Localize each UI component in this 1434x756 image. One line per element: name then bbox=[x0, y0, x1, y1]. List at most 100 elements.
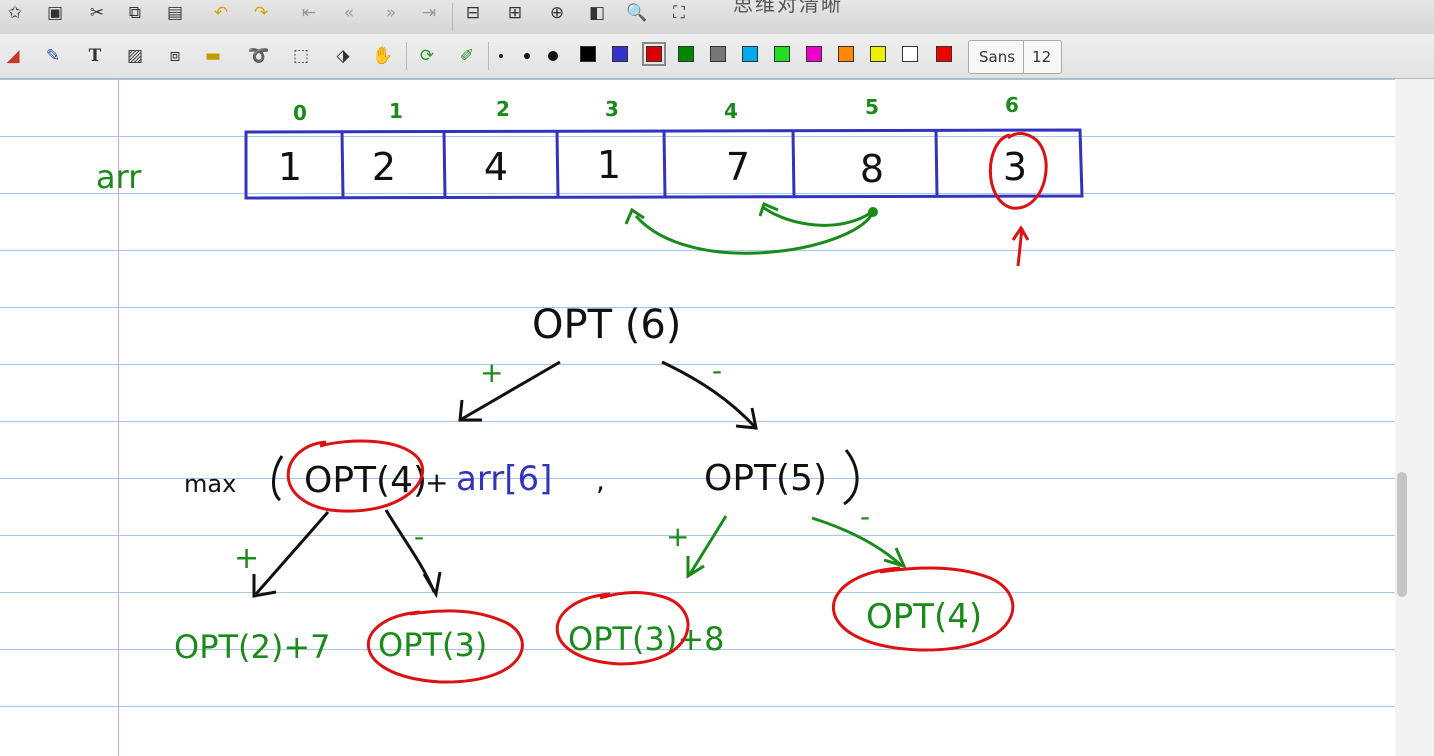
color-swatch-black[interactable] bbox=[580, 46, 596, 62]
leaf-node: OPT(3) bbox=[378, 626, 487, 664]
color-swatch-green[interactable] bbox=[678, 46, 694, 62]
array-label: arr bbox=[96, 158, 142, 196]
branch-arrow bbox=[811, 516, 907, 569]
copy-icon[interactable]: ⧉ bbox=[128, 3, 142, 23]
ruled-line bbox=[0, 364, 1395, 365]
thick-stroke-button[interactable] bbox=[542, 44, 564, 68]
eraser-icon[interactable]: ◢ bbox=[6, 46, 20, 66]
color-swatch-yellow[interactable] bbox=[870, 46, 886, 62]
color-swatch-magenta[interactable] bbox=[806, 46, 822, 62]
note-page[interactable] bbox=[0, 79, 1395, 756]
highlight-circle bbox=[831, 566, 1015, 652]
exclude-sign: - bbox=[860, 500, 870, 533]
leaf-node: OPT(3)+8 bbox=[568, 620, 725, 658]
ruled-line bbox=[0, 535, 1395, 536]
arr-term: arr[6] bbox=[456, 459, 552, 499]
max-label: max bbox=[184, 470, 236, 498]
array-value: 1 bbox=[278, 145, 302, 189]
highlight-circle bbox=[366, 609, 524, 684]
comma: , bbox=[596, 464, 605, 497]
toolbar-separator bbox=[406, 42, 407, 70]
color-swatch-red[interactable] bbox=[936, 46, 952, 62]
next-page-icon[interactable]: » bbox=[385, 3, 397, 23]
hand-tool-icon[interactable]: ✋ bbox=[372, 46, 394, 66]
font-name: Sans bbox=[969, 41, 1025, 73]
main-toolbar: ✩ ▣ ✂ ⧉ ▤ ↶ ↷ ⇤ « » ⇥ ⊟ ⊞ ⊕ ◧ 🔍 ⛶ 思维对清晰 bbox=[0, 0, 1434, 35]
index-label: 6 bbox=[1005, 93, 1019, 117]
window-title: 思维对清晰 bbox=[733, 0, 843, 16]
zoom-out-icon[interactable]: ⊟ bbox=[465, 3, 481, 23]
ruled-line bbox=[0, 478, 1395, 479]
vertical-space-icon[interactable]: ⬗ bbox=[336, 46, 350, 66]
page-width-icon[interactable]: ◧ bbox=[588, 3, 606, 23]
color-swatch-orange[interactable] bbox=[838, 46, 854, 62]
undo-icon[interactable]: ↶ bbox=[213, 3, 229, 23]
color-swatch-blue[interactable] bbox=[612, 46, 628, 62]
zoom-in-icon[interactable]: ⊕ bbox=[549, 3, 565, 23]
vertical-scrollbar-thumb[interactable] bbox=[1397, 472, 1407, 597]
branch-arrow bbox=[458, 360, 561, 422]
ruled-line bbox=[0, 421, 1395, 422]
text-tool-icon[interactable]: T bbox=[88, 46, 102, 66]
magnify-icon[interactable]: 🔍 bbox=[626, 3, 648, 23]
image-tool-icon[interactable]: ▨ bbox=[126, 46, 144, 66]
last-page-icon[interactable]: ⇥ bbox=[421, 3, 437, 23]
margin-line bbox=[118, 79, 119, 756]
branch-arrow bbox=[661, 360, 758, 430]
previous-page-icon[interactable]: « bbox=[343, 3, 355, 23]
fullscreen-icon[interactable]: ⛶ bbox=[673, 3, 685, 23]
array-value: 8 bbox=[860, 147, 884, 191]
redo-icon[interactable]: ↷ bbox=[253, 3, 269, 23]
save-icon[interactable]: ▣ bbox=[46, 3, 64, 23]
color-swatch-gray[interactable] bbox=[710, 46, 726, 62]
pen-settings-icon[interactable]: ✐ bbox=[459, 46, 475, 66]
lasso-select-icon[interactable]: ➰ bbox=[248, 46, 270, 66]
ruled-line bbox=[0, 649, 1395, 650]
rect-select-icon[interactable]: ⬚ bbox=[292, 46, 310, 66]
zoom-fit-icon[interactable]: ⊞ bbox=[507, 3, 523, 23]
index-label: 0 bbox=[293, 101, 307, 125]
include-sign: + bbox=[234, 541, 259, 576]
plus-sign: + bbox=[425, 466, 448, 499]
jump-arrow bbox=[758, 201, 873, 227]
font-size: 12 bbox=[1032, 48, 1052, 66]
thin-stroke-button[interactable] bbox=[490, 44, 512, 68]
font-selector-button[interactable]: Sans 12 bbox=[968, 40, 1062, 74]
default-pen-icon[interactable]: ⟳ bbox=[419, 46, 435, 66]
color-swatch-light-blue[interactable] bbox=[742, 46, 758, 62]
array-value: 3 bbox=[1003, 145, 1027, 189]
leaf-node: OPT(4) bbox=[866, 597, 982, 637]
toolbar-separator bbox=[488, 42, 489, 70]
color-swatch-red-selected[interactable] bbox=[642, 42, 666, 66]
branch-arrow bbox=[384, 509, 442, 599]
array-value: 2 bbox=[372, 145, 396, 189]
highlight-circle bbox=[555, 590, 690, 666]
index-label: 1 bbox=[389, 99, 403, 123]
ruled-line bbox=[0, 79, 1395, 80]
branch-arrow bbox=[252, 511, 330, 598]
index-label: 2 bbox=[496, 97, 510, 121]
new-file-icon[interactable]: ✩ bbox=[7, 3, 23, 23]
color-swatch-white[interactable] bbox=[902, 46, 918, 62]
toolbar-separator bbox=[452, 3, 453, 31]
ruler-icon[interactable]: ▬ bbox=[204, 46, 222, 66]
open-paren bbox=[272, 455, 284, 502]
medium-stroke-button[interactable] bbox=[516, 44, 538, 68]
highlight-circle bbox=[989, 132, 1048, 210]
index-label: 3 bbox=[605, 97, 619, 121]
index-label: 5 bbox=[865, 95, 879, 119]
paste-icon[interactable]: ▤ bbox=[166, 3, 184, 23]
color-swatch-light-green[interactable] bbox=[774, 46, 790, 62]
array-value: 7 bbox=[726, 145, 750, 189]
page-gutter bbox=[1395, 79, 1434, 756]
cut-icon[interactable]: ✂ bbox=[89, 3, 105, 23]
up-arrow bbox=[1011, 225, 1030, 267]
index-label: 4 bbox=[724, 99, 738, 123]
first-page-icon[interactable]: ⇤ bbox=[301, 3, 317, 23]
highlighter-icon[interactable]: ✎ bbox=[45, 46, 61, 66]
root-node: OPT (6) bbox=[532, 302, 681, 348]
shape-tool-icon[interactable]: ⧈ bbox=[169, 46, 181, 66]
ruled-line bbox=[0, 706, 1395, 707]
jump-origin-dot bbox=[868, 207, 878, 217]
include-sign: + bbox=[666, 520, 689, 553]
